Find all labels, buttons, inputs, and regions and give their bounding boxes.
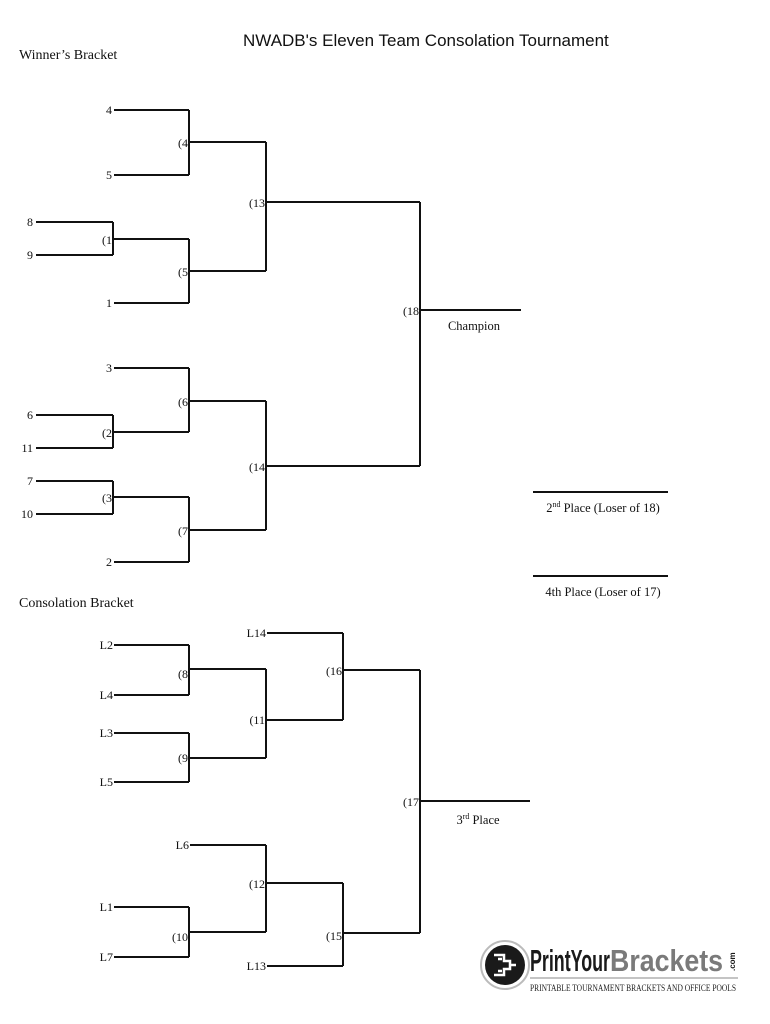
entry-label: L13	[247, 959, 266, 973]
entry-label: L3	[100, 726, 113, 740]
game-label: (3	[102, 491, 112, 505]
seed-label: 9	[27, 248, 33, 262]
game-connector	[188, 110, 266, 175]
logo-tagline: PRINTABLE TOURNAMENT BRACKETS AND OFFICE…	[530, 983, 736, 993]
second-place-label: 2nd Place (Loser of 18)	[546, 500, 660, 515]
game-label: (14	[249, 460, 265, 474]
game-label: (9	[178, 751, 188, 765]
fourth-place-label: 4th Place (Loser of 17)	[545, 585, 660, 599]
entry-label: L7	[100, 950, 113, 964]
consolation-bracket-heading: Consolation Bracket	[19, 596, 134, 611]
game-connector	[342, 883, 420, 966]
entry-label: L1	[100, 900, 113, 914]
seed-label: 2	[106, 555, 112, 569]
entry-label: L5	[100, 775, 113, 789]
printyourbrackets-logo: PrintYour Brackets .com PRINTABLE TOURNA…	[480, 940, 738, 993]
game-label: (4	[178, 136, 188, 150]
game-label: (10	[172, 930, 188, 944]
game-connector	[188, 645, 266, 695]
third-place-connector	[419, 670, 530, 933]
seed-label: 6	[27, 408, 33, 422]
game-label: (6	[178, 395, 188, 409]
game-label: (15	[326, 929, 342, 943]
seed-label: 7	[27, 474, 33, 488]
logo-text-light: Brackets	[610, 943, 723, 978]
game-connector	[188, 368, 266, 432]
game-label: (5	[178, 265, 188, 279]
game-connector	[112, 222, 189, 255]
logo-bracket-icon	[485, 945, 525, 985]
game-label: (8	[178, 667, 188, 681]
page-title: NWADB's Eleven Team Consolation Tourname…	[243, 31, 609, 50]
entry-label: L6	[176, 838, 189, 852]
game-label: (12	[249, 877, 265, 891]
game-connector	[112, 415, 189, 448]
seed-label: 1	[106, 296, 112, 310]
game-connector	[265, 401, 420, 530]
game-label: (7	[178, 524, 188, 538]
logo-text-dark: PrintYour	[530, 943, 610, 978]
game-connector	[188, 907, 266, 957]
consolation-bracket	[114, 632, 530, 967]
seed-label: 3	[106, 361, 112, 375]
seed-label: 4	[106, 103, 112, 117]
seed-label: 11	[21, 441, 33, 455]
game-label: (16	[326, 664, 342, 678]
game-label: (18	[403, 304, 419, 318]
seed-label: 10	[21, 507, 33, 521]
third-place-label: 3rd Place	[456, 812, 500, 827]
game-label: (11	[249, 713, 265, 727]
entry-label: L14	[247, 626, 266, 640]
seed-label: 5	[106, 168, 112, 182]
winners-bracket	[36, 109, 668, 577]
game-connector	[188, 239, 266, 303]
entry-label: L4	[100, 688, 113, 702]
entry-label: L2	[100, 638, 113, 652]
game-connector	[112, 481, 189, 514]
logo-tld: .com	[728, 952, 737, 971]
game-label: (2	[102, 426, 112, 440]
champion-label: Champion	[448, 319, 501, 333]
game-connector	[265, 845, 343, 932]
game-connector	[188, 733, 266, 782]
game-label: (13	[249, 196, 265, 210]
seed-label: 8	[27, 215, 33, 229]
game-label: (17	[403, 795, 419, 809]
final-connector	[419, 202, 521, 466]
game-label: (1	[102, 233, 112, 247]
game-connector	[265, 142, 420, 271]
game-connector	[342, 633, 420, 720]
game-connector	[265, 669, 343, 758]
winners-bracket-heading: Winner’s Bracket	[19, 48, 118, 63]
game-connector	[188, 497, 266, 562]
